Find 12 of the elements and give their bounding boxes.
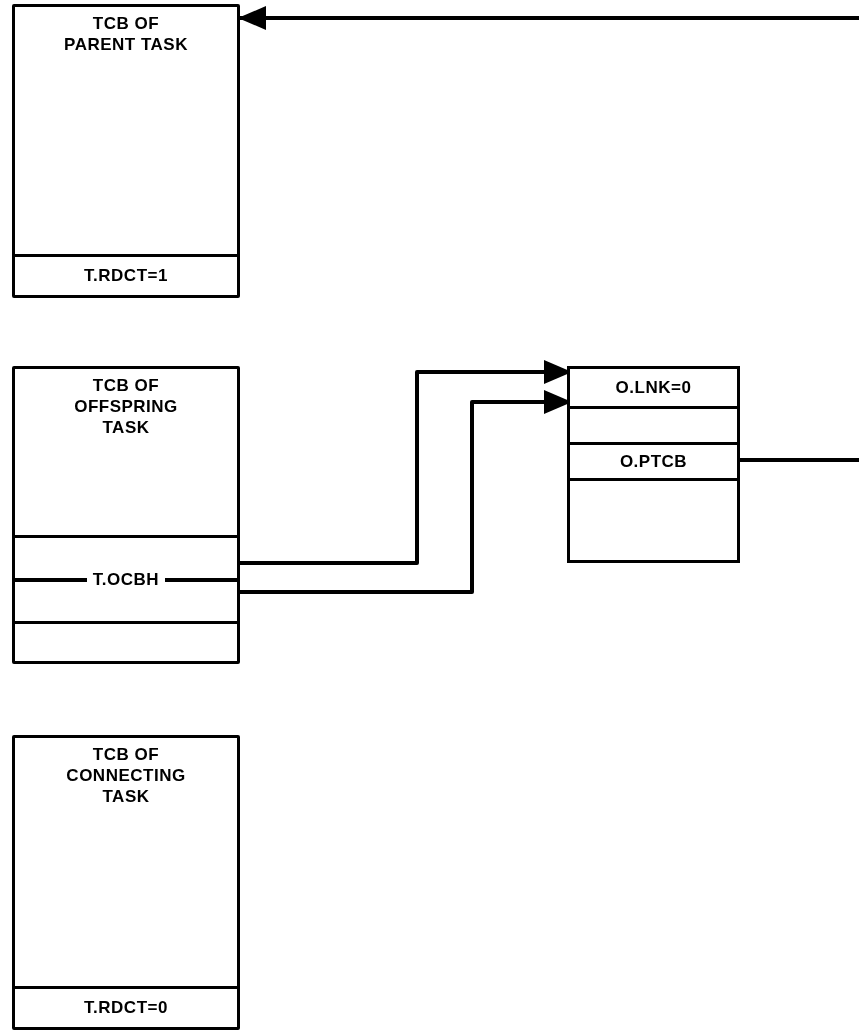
field-label: O.LNK=0: [614, 377, 693, 398]
control-block: [567, 366, 740, 563]
block-title: TCB OF PARENT TASK: [63, 13, 189, 55]
field-label: T.RDCT=0: [83, 998, 169, 1018]
arrow: [238, 6, 859, 30]
task-control-block: [12, 366, 240, 664]
block-title: TCB OF OFFSPRING TASK: [73, 375, 179, 438]
task-control-block: [12, 735, 240, 1030]
block-title: TCB OF CONNECTING TASK: [65, 744, 187, 807]
field-label: T.RDCT=1: [83, 266, 169, 286]
field-label: O.PTCB: [618, 451, 689, 472]
task-control-block: [12, 4, 240, 298]
